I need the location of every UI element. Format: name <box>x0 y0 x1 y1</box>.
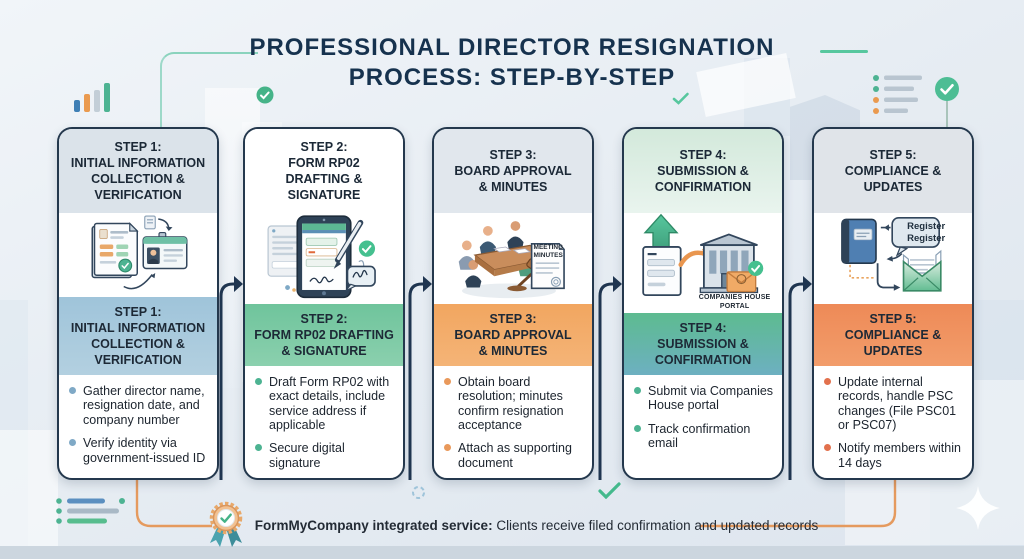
bullet-text: Attach as supporting document <box>458 441 572 470</box>
step-connector-arrow-icon <box>219 276 243 480</box>
footer-text-rest: Clients receive filed confirmation and u… <box>492 517 819 533</box>
green-dot <box>119 498 125 504</box>
footer-text: FormMyCompany integrated service: Client… <box>255 518 819 533</box>
check-circle-icon <box>935 77 959 101</box>
building-silhouette <box>0 430 58 548</box>
teal-accent-corner-line <box>160 52 258 159</box>
bullet-item: Track confirmation email <box>634 422 774 451</box>
documents-id-illustration <box>91 215 188 290</box>
check-icon <box>598 482 621 499</box>
bullet-text: Submit via Companies House portal <box>648 384 774 413</box>
step2-band-title: STEP 2: FORM RP02 DRAFTING & SIGNATURE <box>245 303 403 366</box>
bullet-text: Update internal records, handle PSC chan… <box>838 374 957 432</box>
footer-text-bold: FormMyCompany integrated service: <box>254 517 493 533</box>
bar-chart-icon <box>74 83 110 112</box>
page-title-line1: PROFESSIONAL DIRECTOR RESIGNATION <box>249 34 775 61</box>
step2-illustration <box>245 213 403 304</box>
step4-bullet-list: Submit via Companies House portal Track … <box>624 375 782 478</box>
bullet-dot <box>634 387 641 394</box>
step1-header: STEP 1: INITIAL INFORMATION COLLECTION &… <box>59 129 217 213</box>
step3-bullet-list: Obtain board resolution; minutes confirm… <box>434 366 592 478</box>
step1-illustration <box>59 213 217 297</box>
companies-house-portal-label: COMPANIES HOUSE PORTAL <box>698 294 771 310</box>
bullet-text: Draft Form RP02 with exact details, incl… <box>269 374 390 432</box>
page-title: PROFESSIONAL DIRECTOR RESIGNATION PROCESS… <box>0 33 1024 94</box>
tablet-signature-illustration <box>267 215 376 299</box>
step4-illustration: COMPANIES HOUSE PORTAL <box>624 213 782 313</box>
step2-header: STEP 2: FORM RP02 DRAFTING & SIGNATURE <box>245 129 403 213</box>
bullet-item: Submit via Companies House portal <box>634 384 774 413</box>
connector-thread <box>946 101 948 129</box>
step3-header: STEP 3: BOARD APPROVAL & MINUTES <box>434 129 592 213</box>
page-title-line2: PROCESS: STEP-BY-STEP <box>348 64 676 92</box>
bullet-item: Notify members within 14 days <box>824 441 964 470</box>
step-card-2: STEP 2: FORM RP02 DRAFTING & SIGNATURE <box>243 127 405 480</box>
medal-check-icon <box>209 501 242 547</box>
bullet-item: Attach as supporting document <box>444 441 584 470</box>
footer-banner: FormMyCompany integrated service: Client… <box>0 501 1024 549</box>
checklist-icon <box>56 498 119 524</box>
step-card-4: STEP 4: SUBMISSION & CONFIRMATION <box>622 127 784 480</box>
step4-band-title: STEP 4: SUBMISSION & CONFIRMATION <box>624 313 782 375</box>
step5-header: STEP 5: COMPLIANCE & UPDATES <box>814 129 972 213</box>
step4-header: STEP 4: SUBMISSION & CONFIRMATION <box>624 129 782 213</box>
check-circle-icon <box>256 86 274 104</box>
bullet-item: Obtain board resolution; minutes confirm… <box>444 375 584 433</box>
step3-band-title: STEP 3: BOARD APPROVAL & MINUTES <box>434 303 592 366</box>
bullet-text: Track confirmation email <box>648 421 751 451</box>
register-bubble-label: Register Register <box>907 221 946 244</box>
meeting-minutes-label: MEETING MINUTES <box>533 243 564 259</box>
board-meeting-illustration <box>458 221 565 299</box>
bullet-item: Gather director name, resignation date, … <box>69 384 209 427</box>
bullet-item: Verify identity via government-issued ID <box>69 436 209 465</box>
bullet-dot <box>255 377 262 385</box>
step3-illustration: MEETING MINUTES <box>434 213 592 304</box>
green-accent-line <box>820 50 868 53</box>
step-card-3: STEP 3: BOARD APPROVAL & MINUTES <box>432 127 594 480</box>
step-card-1: STEP 1: INITIAL INFORMATION COLLECTION &… <box>57 127 219 480</box>
bullet-text: Verify identity via government-issued ID <box>83 436 206 465</box>
bullet-item: Draft Form RP02 with exact details, incl… <box>255 375 395 433</box>
bullet-dot <box>444 444 451 452</box>
orange-elbow-line <box>700 479 897 528</box>
compliance-updates-illustration <box>841 217 942 292</box>
bullet-item: Update internal records, handle PSC chan… <box>824 375 964 433</box>
submission-portal-illustration <box>642 213 764 297</box>
step-connector-arrow-icon <box>788 276 812 480</box>
sparkle-icon <box>956 486 1000 530</box>
bullet-dot <box>255 444 262 452</box>
step-connector-arrow-icon <box>598 276 622 480</box>
bullet-text: Notify members within 14 days <box>838 441 961 470</box>
step1-bullet-list: Gather director name, resignation date, … <box>59 375 217 478</box>
bullet-dot <box>69 387 76 394</box>
step2-bullet-list: Draft Form RP02 with exact details, incl… <box>245 366 403 478</box>
bullet-text: Obtain board resolution; minutes confirm… <box>458 374 564 432</box>
checklist-icon <box>873 75 922 114</box>
bottom-edge-strip <box>0 546 1024 559</box>
step5-band-title: STEP 5: COMPLIANCE & UPDATES <box>814 303 972 366</box>
bullet-dot <box>824 444 831 452</box>
bullet-text: Secure digital signature <box>269 441 345 470</box>
dashed-circle-icon <box>412 486 425 499</box>
orange-elbow-line <box>135 479 212 528</box>
bullet-item: Secure digital signature <box>255 441 395 470</box>
bullet-dot <box>69 439 76 447</box>
step1-band-title: STEP 1: INITIAL INFORMATION COLLECTION &… <box>59 297 217 375</box>
check-icon <box>672 92 689 105</box>
bullet-dot <box>824 377 831 385</box>
step-card-5: STEP 5: COMPLIANCE & UPDATES <box>812 127 974 480</box>
step-connector-arrow-icon <box>408 276 432 480</box>
step5-illustration: Register Register <box>814 213 972 304</box>
bullet-dot <box>634 424 641 432</box>
bullet-dot <box>444 377 451 385</box>
step5-bullet-list: Update internal records, handle PSC chan… <box>814 366 972 478</box>
bullet-text: Gather director name, resignation date, … <box>83 384 205 427</box>
